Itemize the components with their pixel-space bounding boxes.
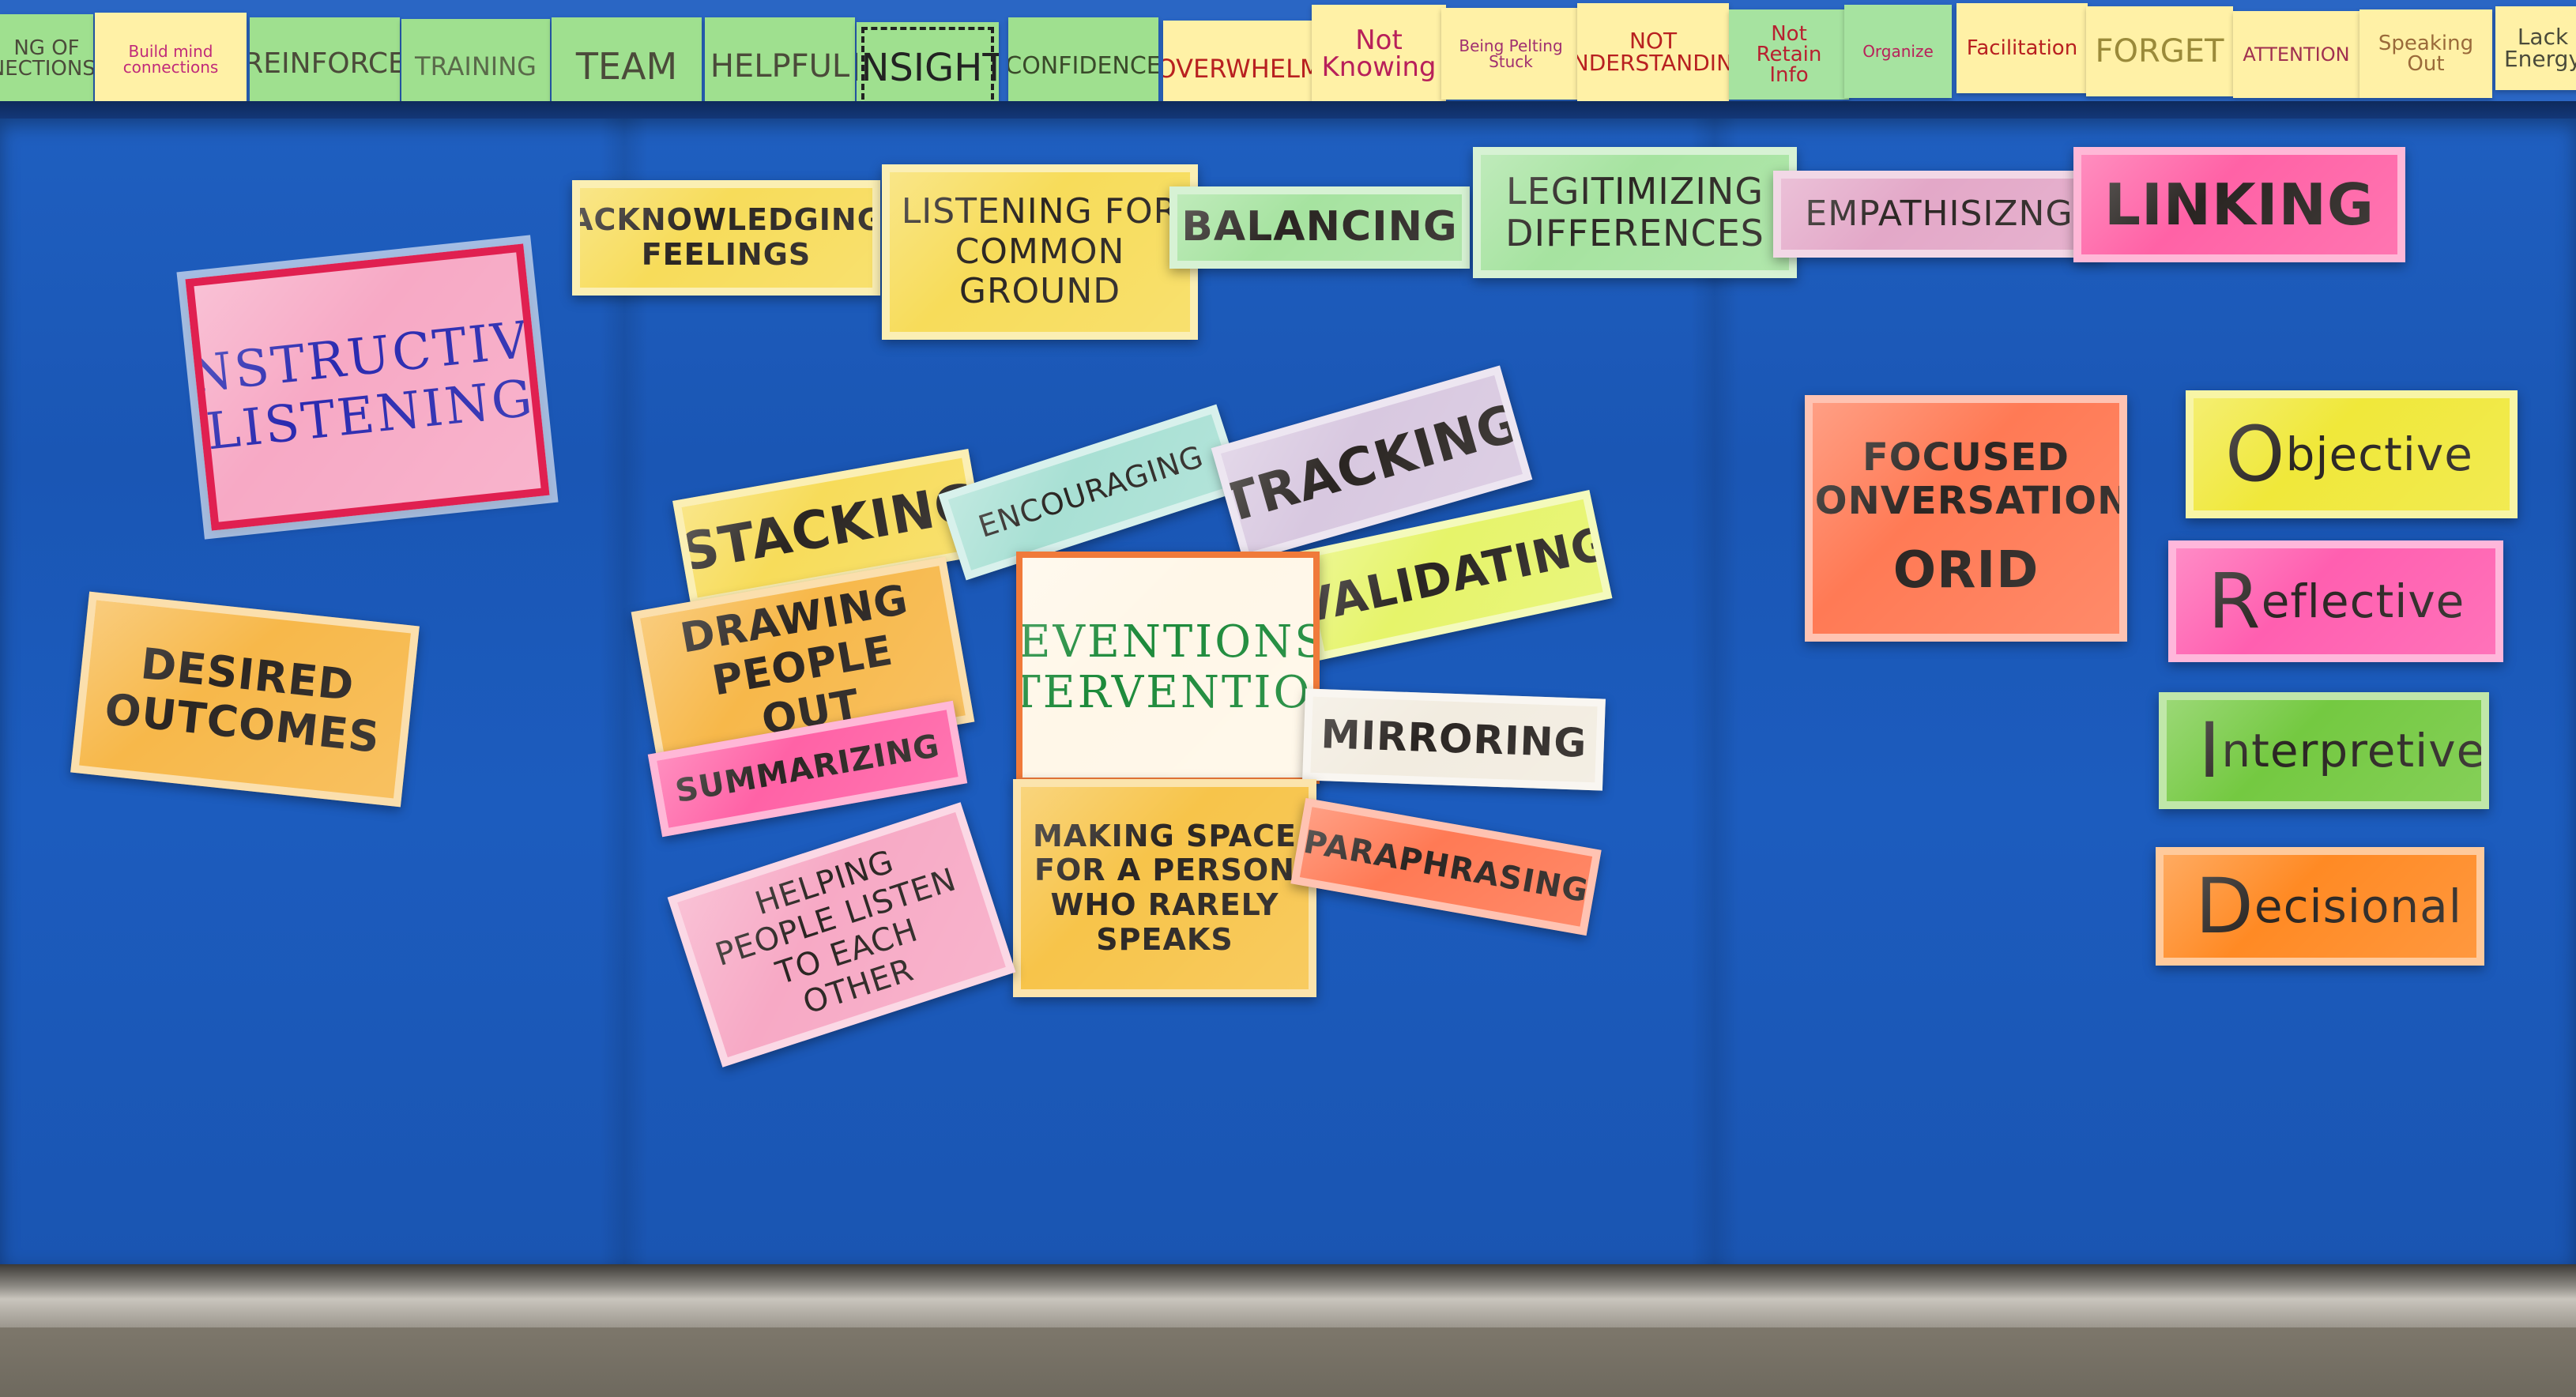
card-constructivist-listening: CONSTRUCTIVIST LISTENING [176,235,559,540]
orid-letter: D [2195,861,2254,951]
sticky-note: HELPFUL [705,17,855,115]
sticky-note: OVERWHELM [1163,21,1315,117]
fabric-fold [601,119,648,1264]
card-acknowledging-feelings: ACKNOWLEDGING FEELINGS [572,180,880,296]
focused-conversation-label: FOCUSED CONVERSATION: [1813,435,2127,524]
sticky-note: TRAINING [401,19,550,114]
sticky-note: ATTENTION [2233,11,2359,98]
chalk-rail [0,1264,2576,1327]
card-empathisizng: EMPATHISIZNG [1773,171,2105,258]
card-listening-common-ground: LISTENING FOR COMMON GROUND [882,164,1198,340]
orid-word-rest: bjective [2285,427,2473,481]
card-mirroring: MIRRORING [1302,688,1606,791]
sticky-note: Lack Energy [2495,6,2576,90]
card-making-space: MAKING SPACE FOR A PERSON WHO RARELY SPE… [1013,779,1316,997]
card-linking: LINKING [2073,147,2405,262]
card-focused-conversation: FOCUSED CONVERSATION: ORID [1805,395,2127,642]
orid-letter: R [2208,556,2262,646]
sticky-note: Facilitation [1956,3,2088,93]
sticky-note: Speaking Out [2359,9,2492,98]
card-legitimizing-differences: LEGITIMIZING DIFFERENCES [1473,147,1797,278]
card-preventions-interventions: PREVENTIONS & INTERVENTIONS [1016,552,1320,784]
wall-base [0,1327,2576,1397]
card-balancing: BALANCING [1169,186,1470,269]
sticky-note: Organize [1844,5,1952,98]
orid-letter: O [2225,409,2286,499]
orid-word-rest: eflective [2261,574,2465,628]
orid-word-rest: ecisional [2254,879,2462,933]
sticky-note: REINFORCE [250,17,400,111]
sticky-note: Not Knowing [1312,5,1446,103]
fabric-fold [1691,119,1738,1264]
card-desired-outcomes: DESIRED OUTCOMES [70,591,420,808]
orid-letter: I [2198,706,2222,795]
sticky-note: NOT UNDERSTANDING [1577,3,1729,101]
orid-title: ORID [1892,541,2039,601]
orid-word-rest: nterpretive [2221,723,2486,778]
sticky-note: FORGET [2086,6,2233,96]
sticky-note: TEAM [552,17,702,115]
sticky-note: Build mind connections [95,13,247,106]
sticky-note: Being Pelting Stuck [1441,8,1580,100]
sticky-note: Not Retain Info [1729,9,1849,100]
sticky-note: NG OF NECTIONS! [0,14,93,103]
sticky-note: CONFIDENCE [1008,17,1158,115]
sticky-note: INSIGHT [857,22,999,114]
